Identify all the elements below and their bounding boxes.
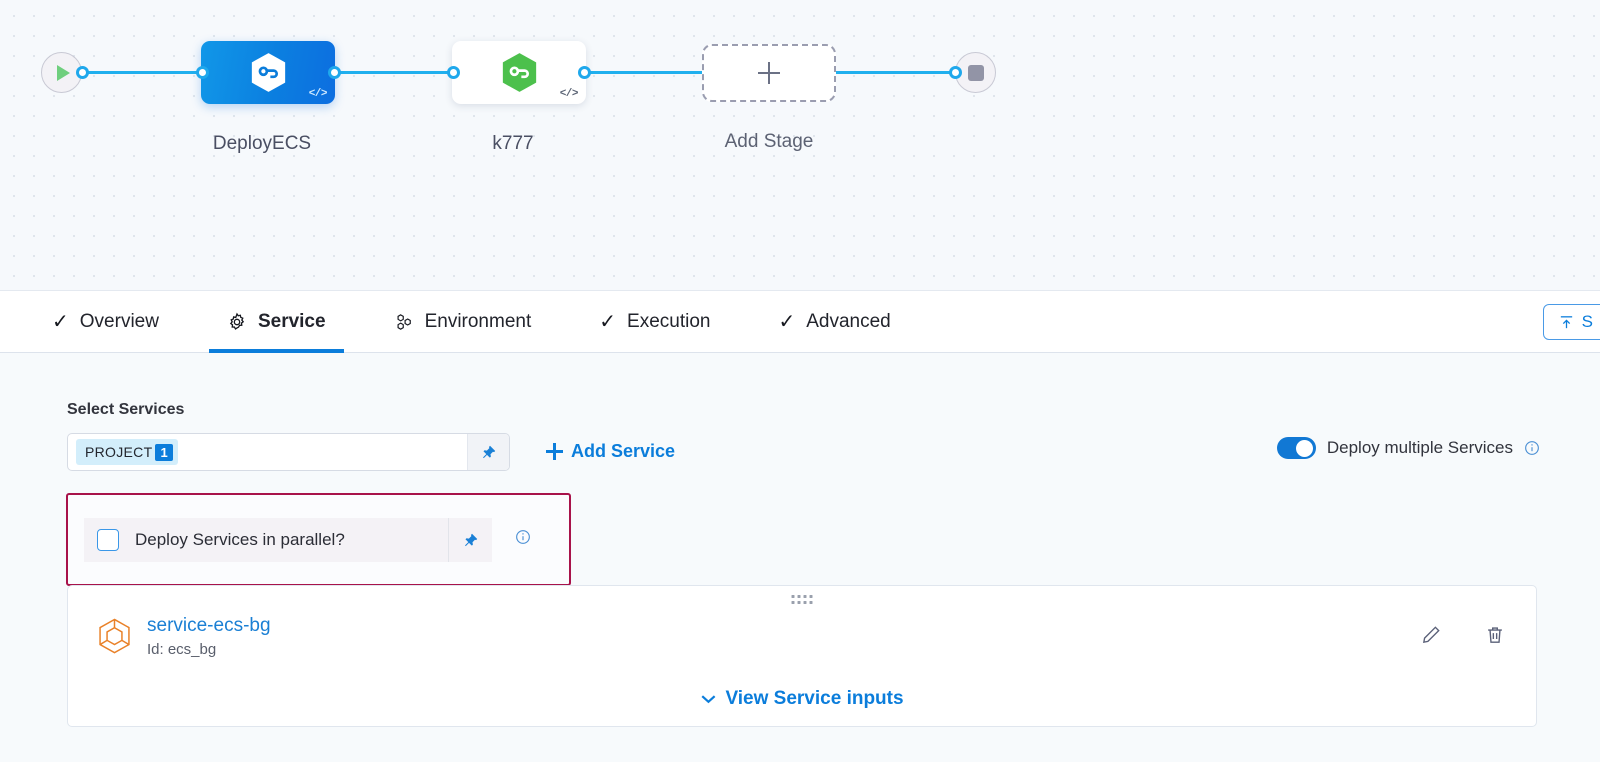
- gear-icon: [229, 312, 245, 330]
- stage-label-deployecs: DeployECS: [212, 133, 312, 154]
- code-badge: </>: [559, 88, 579, 100]
- plus-icon-v: [767, 62, 771, 84]
- stage-node-deployecs[interactable]: </>: [201, 41, 335, 104]
- service-name-link[interactable]: service-ecs-bg: [147, 615, 271, 636]
- deploy-multiple-services-toggle[interactable]: [1276, 437, 1316, 459]
- tab-label: Environment: [424, 310, 532, 332]
- info-icon[interactable]: [1524, 440, 1540, 456]
- stop-icon: [967, 64, 984, 81]
- trash-icon[interactable]: [1484, 624, 1506, 646]
- deploy-parallel-highlight: Deploy Services in parallel?: [66, 493, 571, 586]
- service-hexagon-icon: [99, 618, 130, 654]
- save-as-template-button[interactable]: S: [1542, 304, 1600, 340]
- pipeline-canvas[interactable]: </> DeployECS </> k777 Add Stage: [0, 0, 1600, 291]
- add-stage-button[interactable]: [702, 44, 836, 102]
- service-id-text: Id: ecs_bg: [147, 640, 217, 658]
- service-identity: service-ecs-bg Id: ecs_bg: [97, 614, 271, 658]
- services-select-input[interactable]: PROJECT 1: [67, 433, 510, 471]
- stage-tab-bar: ✓ Overview Service Environment ✓ Executi…: [0, 291, 1600, 353]
- chevron-down-icon: [701, 695, 716, 704]
- tab-advanced[interactable]: ✓ Advanced: [760, 291, 908, 353]
- tab-label: Advanced: [806, 310, 891, 332]
- pin-icon: [465, 533, 478, 546]
- chip-count-badge: 1: [155, 443, 173, 461]
- services-select-field[interactable]: PROJECT 1: [68, 434, 467, 470]
- service-card: service-ecs-bg Id: ecs_bg View Ser: [67, 585, 1537, 727]
- deploy-parallel-checkbox[interactable]: [97, 529, 119, 551]
- service-card-actions: [1420, 624, 1506, 646]
- port-stage1-in[interactable]: [196, 66, 209, 79]
- tab-service[interactable]: Service: [208, 291, 344, 353]
- tab-environment[interactable]: Environment: [376, 291, 550, 353]
- deploy-multiple-services-label: Deploy multiple Services: [1326, 438, 1513, 457]
- check-icon: ✓: [52, 310, 69, 333]
- pipeline-start-node[interactable]: [41, 52, 82, 93]
- pin-icon: [483, 445, 496, 458]
- deploy-parallel-info-icon[interactable]: [515, 529, 531, 545]
- service-chip-project[interactable]: PROJECT 1: [76, 439, 178, 465]
- chip-label: PROJECT: [85, 444, 153, 460]
- tab-label: Service: [257, 310, 326, 332]
- save-template-icon: [1560, 315, 1572, 328]
- port-start-out[interactable]: [76, 66, 89, 79]
- code-badge: </>: [308, 88, 328, 100]
- plus-icon: [546, 443, 563, 460]
- edge-stage1-to-stage2: [330, 71, 460, 74]
- add-service-label: Add Service: [571, 441, 676, 461]
- check-icon: ✓: [778, 310, 796, 333]
- infrastructure-icon: [397, 313, 411, 330]
- services-pin-button[interactable]: [467, 434, 509, 470]
- view-service-inputs-label: View Service inputs: [725, 688, 904, 709]
- view-service-inputs-button[interactable]: View Service inputs: [700, 688, 904, 710]
- tab-label: Execution: [627, 310, 711, 332]
- drag-handle-icon[interactable]: [791, 595, 813, 604]
- edge-start-to-stage1: [80, 71, 210, 74]
- pencil-icon[interactable]: [1420, 624, 1442, 646]
- edge-addstage-to-end: [830, 71, 960, 74]
- port-stage1-out[interactable]: [328, 66, 341, 79]
- tab-overview[interactable]: ✓ Overview: [34, 291, 177, 353]
- edge-stage2-to-addstage: [578, 71, 708, 74]
- save-button-label: S: [1581, 312, 1593, 331]
- service-tab-panel: Select Services PROJECT 1 Add Service De…: [0, 353, 1600, 762]
- port-stage2-out[interactable]: [578, 66, 591, 79]
- deploy-parallel-label: Deploy Services in parallel?: [135, 530, 345, 549]
- deploy-parallel-row[interactable]: Deploy Services in parallel?: [84, 518, 492, 562]
- add-stage-label: Add Stage: [724, 131, 814, 152]
- add-service-button[interactable]: Add Service: [546, 441, 675, 462]
- deploy-multiple-services-row: Deploy multiple Services: [1276, 437, 1540, 459]
- harness-hexagon-icon: [251, 53, 285, 92]
- port-end-in[interactable]: [949, 66, 962, 79]
- select-services-label: Select Services: [67, 401, 185, 418]
- harness-hexagon-icon: [502, 53, 536, 92]
- tab-execution[interactable]: ✓ Execution: [581, 291, 728, 353]
- deploy-parallel-pin-button[interactable]: [448, 518, 492, 562]
- port-stage2-in[interactable]: [447, 66, 460, 79]
- play-icon: [56, 64, 70, 81]
- stage-label-k777: k777: [492, 133, 534, 154]
- tab-label: Overview: [79, 310, 159, 332]
- stage-node-k777[interactable]: </>: [452, 41, 586, 104]
- check-icon: ✓: [599, 310, 617, 333]
